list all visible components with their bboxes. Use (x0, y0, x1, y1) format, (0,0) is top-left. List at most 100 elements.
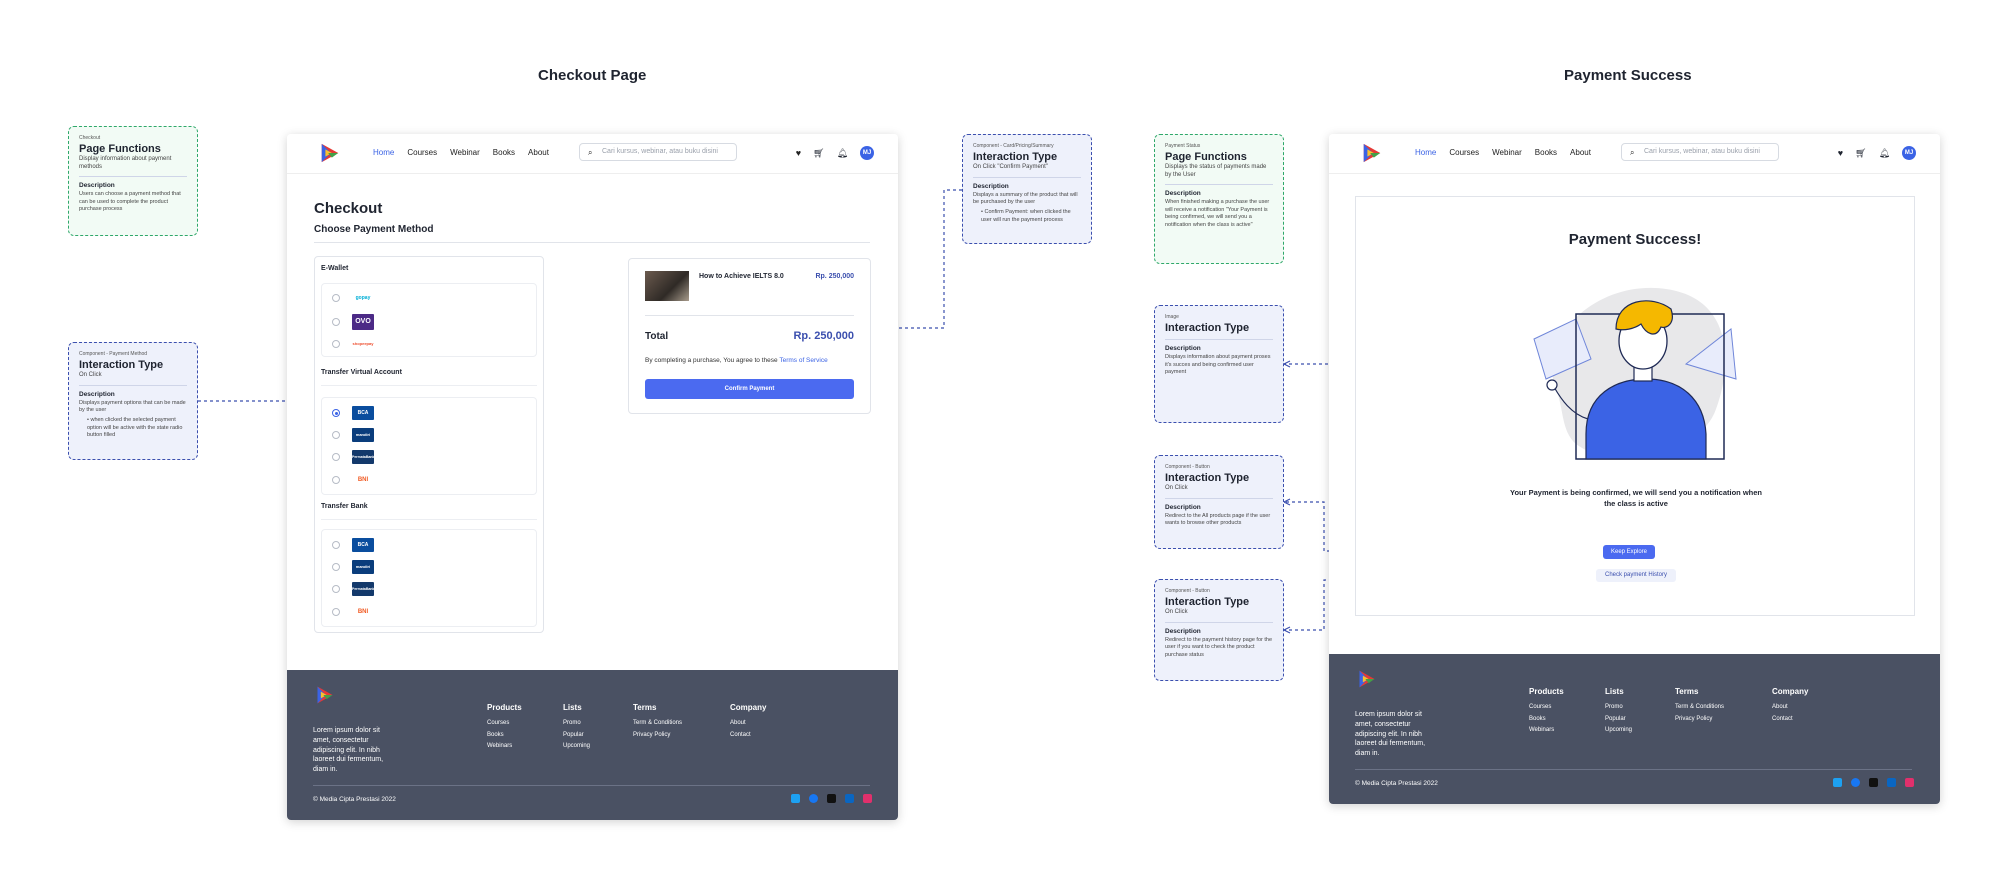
note-body: Displays information about payment prose… (1165, 354, 1271, 376)
group-label: Transfer Virtual Account (321, 369, 402, 376)
terms-link[interactable]: Terms of Service (779, 357, 828, 364)
wishlist-icon[interactable]: ♥ (1837, 148, 1844, 158)
search-icon: ⌕ (1630, 148, 1635, 157)
bell-icon[interactable]: 🔔︎ (1878, 147, 1890, 158)
radio-button[interactable] (332, 318, 340, 326)
radio-button[interactable] (332, 585, 340, 593)
note-body: Users can choose a payment method that c… (79, 191, 181, 213)
note-small: Checkout (79, 135, 101, 141)
payment-logo: OVO (352, 314, 374, 330)
payment-logo: PermataBank (352, 450, 374, 464)
group-label: Transfer Bank (321, 503, 368, 510)
radio-button[interactable] (332, 476, 340, 484)
note-checkout-page-functions: Checkout Page Functions Display informat… (68, 126, 198, 236)
radio-button[interactable] (332, 541, 340, 549)
success-message: Your Payment is being confirmed, we will… (1510, 488, 1762, 509)
product-price: Rp. 250,000 (815, 273, 854, 280)
payment-option[interactable]: BCA (332, 406, 374, 420)
cart-icon[interactable]: 🛒︎ (1855, 147, 1867, 158)
bell-icon[interactable]: 🔔︎ (836, 147, 848, 158)
payment-option[interactable]: BNI (332, 606, 374, 618)
footer-description: Lorem ipsum dolor sit amet, consectetur … (313, 727, 384, 774)
payment-logo: BCA (352, 406, 374, 420)
nav-books[interactable]: Books (1534, 148, 1558, 157)
social-icons (791, 794, 872, 803)
terms-agreement: By completing a purchase, You agree to t… (645, 357, 828, 364)
check-payment-history-button[interactable]: Check payment History (1596, 569, 1676, 582)
radio-button[interactable] (332, 294, 340, 302)
ewallet-group: gopay OVO shopeepay (321, 283, 537, 357)
payment-option[interactable]: OVO (332, 314, 374, 330)
search-placeholder: Cari kursus, webinar, atau buku disini (602, 148, 718, 155)
twitter-icon[interactable] (1833, 778, 1842, 787)
footer-description: Lorem ipsum dolor sit amet, consectetur … (1355, 711, 1426, 758)
payment-option[interactable]: mandiri (332, 428, 374, 442)
payment-option[interactable]: PermataBank (332, 582, 374, 596)
note-title: Interaction Type (1165, 596, 1250, 608)
radio-button[interactable] (332, 340, 340, 348)
nav-home[interactable]: Home (1415, 148, 1437, 157)
facebook-icon[interactable] (809, 794, 818, 803)
success-illustration (1533, 287, 1737, 460)
note-payment-method: Component - Payment Method Interaction T… (68, 342, 198, 460)
facebook-icon[interactable] (1851, 778, 1860, 787)
success-title: Payment Success! (1568, 231, 1702, 248)
nav-webinar[interactable]: Webinar (450, 148, 480, 157)
search-input[interactable]: ⌕Cari kursus, webinar, atau buku disini (1621, 143, 1779, 161)
tiktok-icon[interactable] (1869, 778, 1878, 787)
product-thumbnail (645, 271, 689, 301)
instagram-icon[interactable] (1905, 778, 1914, 787)
payment-option[interactable]: shopeepay (332, 338, 374, 350)
instagram-icon[interactable] (863, 794, 872, 803)
checkout-frame: Home Courses Webinar Books About ⌕Cari k… (287, 134, 898, 820)
search-input[interactable]: ⌕Cari kursus, webinar, atau buku disini (579, 143, 737, 161)
brand-logo-icon[interactable] (319, 142, 341, 164)
payment-method-heading: Choose Payment Method (314, 224, 434, 235)
note-success-page-functions: Payment Status Page Functions Displays t… (1154, 134, 1284, 264)
linkedin-icon[interactable] (845, 794, 854, 803)
nav-about[interactable]: About (528, 148, 549, 157)
note-heading: Description (1165, 345, 1201, 352)
payment-logo: PermataBank (352, 582, 374, 596)
virtual-account-group: BCA mandiri PermataBank BNI (321, 397, 537, 495)
nav-courses[interactable]: Courses (1449, 148, 1480, 157)
keep-explore-button[interactable]: Keep Explore (1603, 545, 1655, 559)
twitter-icon[interactable] (791, 794, 800, 803)
tiktok-icon[interactable] (827, 794, 836, 803)
radio-button[interactable] (332, 431, 340, 439)
payment-option[interactable]: mandiri (332, 560, 374, 574)
radio-button-selected[interactable] (332, 409, 340, 417)
nav-books[interactable]: Books (492, 148, 516, 157)
note-small: Component - Payment Method (79, 351, 148, 357)
wishlist-icon[interactable]: ♥ (795, 148, 802, 158)
note-title: Page Functions (1165, 151, 1247, 163)
linkedin-icon[interactable] (1887, 778, 1896, 787)
payment-option[interactable]: PermataBank (332, 450, 374, 464)
note-body: Displays a summary of the product that w… (973, 191, 1078, 206)
checkout-section-title: Checkout Page (538, 67, 647, 84)
radio-button[interactable] (332, 563, 340, 571)
total-price: Rp. 250,000 (793, 330, 854, 342)
radio-button[interactable] (332, 608, 340, 616)
payment-option[interactable]: BCA (332, 538, 374, 552)
confirm-payment-button[interactable]: Confirm Payment (645, 379, 854, 399)
payment-status-panel: Payment Success! Your Payment is being c… (1355, 196, 1915, 616)
note-heading: Description (79, 182, 115, 189)
note-small: Component - Button (1165, 464, 1210, 470)
note-bullet: • Confirm Payment: when clicked the user… (981, 208, 1071, 223)
cart-icon[interactable]: 🛒︎ (813, 147, 825, 158)
brand-logo-icon[interactable] (1361, 142, 1383, 164)
note-sub: On Click (1165, 609, 1188, 615)
nav-home[interactable]: Home (373, 148, 395, 157)
avatar[interactable]: MJ (1902, 146, 1916, 160)
avatar[interactable]: MJ (860, 146, 874, 160)
nav-about[interactable]: About (1570, 148, 1591, 157)
nav-webinar[interactable]: Webinar (1492, 148, 1522, 157)
nav-courses[interactable]: Courses (407, 148, 438, 157)
radio-button[interactable] (332, 453, 340, 461)
payment-option[interactable]: BNI (332, 474, 374, 486)
payment-option[interactable]: gopay (332, 292, 374, 304)
